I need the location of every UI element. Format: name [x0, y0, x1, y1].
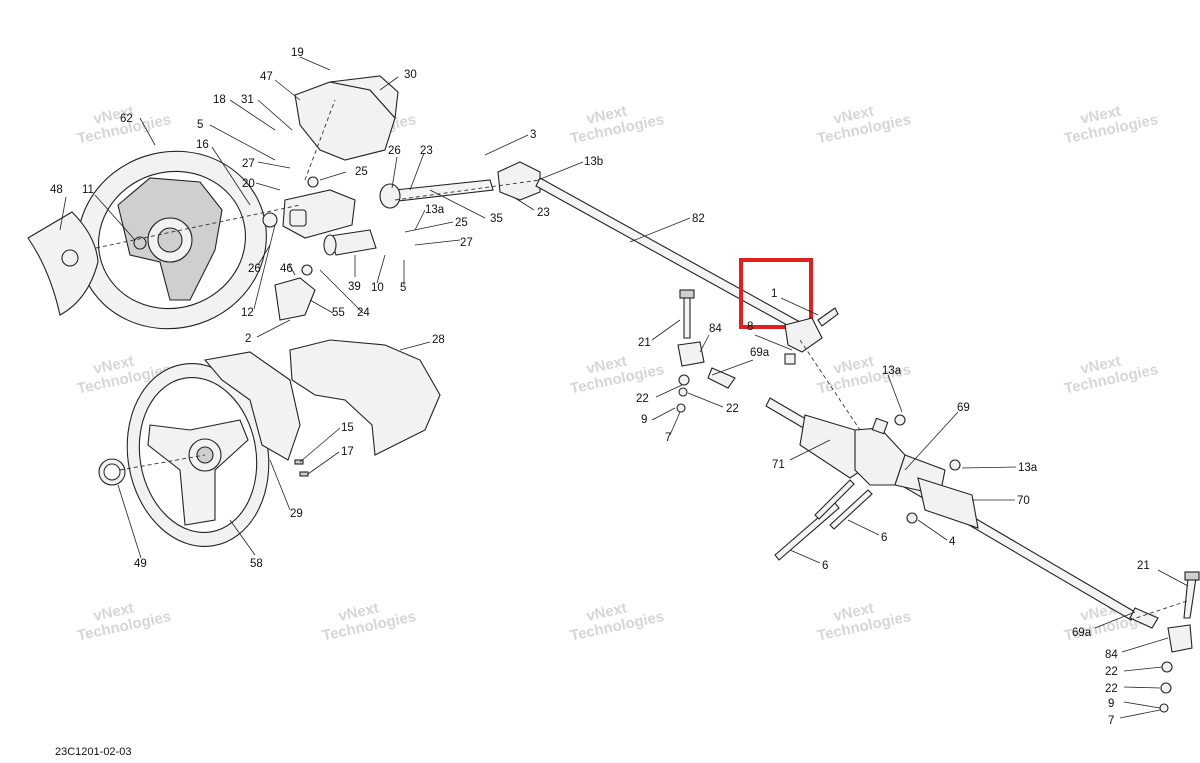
- callout-25: 25: [355, 166, 368, 178]
- lower-joint-1: [784, 307, 839, 365]
- callout-21: 21: [1137, 560, 1150, 572]
- callout-39: 39: [348, 281, 361, 293]
- bolts-6: [774, 479, 873, 561]
- callout-28: 28: [432, 334, 445, 346]
- callout-69a: 69a: [750, 347, 770, 359]
- callout-13a: 13a: [1018, 462, 1038, 474]
- cover-29: [203, 351, 301, 461]
- callout-69: 69: [957, 402, 970, 414]
- callout-69a: 69a: [1072, 627, 1092, 639]
- callout-13b: 13b: [584, 156, 603, 168]
- column-bracket: [262, 75, 399, 321]
- callout-13a: 13a: [425, 204, 445, 216]
- callout-35: 35: [490, 213, 503, 225]
- callout-7: 7: [665, 432, 671, 444]
- callout-25: 25: [455, 217, 468, 229]
- callout-5: 5: [400, 282, 406, 294]
- callout-27: 27: [460, 237, 473, 249]
- callout-1: 1: [771, 288, 777, 300]
- callout-62: 62: [120, 113, 133, 125]
- callout-6: 6: [822, 560, 828, 572]
- tie-rod-end-84-right: [1129, 571, 1200, 713]
- callout-23: 23: [420, 145, 433, 157]
- callout-20: 20: [242, 178, 255, 190]
- callout-49: 49: [134, 558, 147, 570]
- highlight-box: [739, 258, 813, 329]
- callout-9: 9: [1108, 698, 1114, 710]
- steering-rack-69: [765, 397, 1136, 621]
- callout-84: 84: [709, 323, 722, 335]
- nut-11: [133, 236, 147, 250]
- callout-48: 48: [50, 184, 63, 196]
- callout-70: 70: [1017, 495, 1030, 507]
- shroud-28: [289, 339, 441, 456]
- callout-29: 29: [290, 508, 303, 520]
- callout-26: 26: [248, 263, 261, 275]
- tie-rod-end-84-left: [676, 289, 736, 413]
- callout-3: 3: [530, 129, 536, 141]
- callout-4: 4: [949, 536, 956, 548]
- callout-12: 12: [241, 307, 254, 319]
- leader-lines: [59, 56, 1189, 719]
- callout-22: 22: [726, 403, 739, 415]
- callout-19: 19: [291, 47, 304, 59]
- callout-47: 47: [260, 71, 273, 83]
- screw-15: [294, 459, 304, 465]
- callout-30: 30: [404, 69, 417, 81]
- callout-82: 82: [692, 213, 705, 225]
- callout-55: 55: [332, 307, 345, 319]
- callout-11: 11: [82, 184, 94, 196]
- callout-23: 23: [537, 207, 550, 219]
- horn-cap-48-emblem: [61, 249, 79, 267]
- callout-6: 6: [881, 532, 887, 544]
- callout-58: 58: [250, 558, 263, 570]
- screw-17: [299, 471, 309, 477]
- steering-wheel-62: [77, 150, 267, 330]
- callout-13a: 13a: [882, 365, 902, 377]
- callout-2: 2: [245, 333, 251, 345]
- callout-24: 24: [357, 307, 370, 319]
- diagram-code: 23C1201-02-03: [55, 746, 131, 758]
- callout-7: 7: [1108, 715, 1114, 727]
- horn-cap-48: [27, 211, 99, 316]
- callout-71: 71: [772, 459, 785, 471]
- intermediate-shaft-82: [535, 177, 801, 331]
- steering-wheel-58: [126, 363, 270, 547]
- callout-22: 22: [636, 393, 649, 405]
- callout-22: 22: [1105, 683, 1118, 695]
- hub-ring-49: [98, 458, 126, 486]
- cylinder-39: [323, 229, 377, 256]
- callout-18: 18: [213, 94, 226, 106]
- shaft-35: [379, 179, 494, 209]
- callout-9: 9: [641, 414, 647, 426]
- callout-22: 22: [1105, 666, 1118, 678]
- callout-17: 17: [341, 446, 354, 458]
- callout-31: 31: [241, 94, 254, 106]
- callout-10: 10: [371, 282, 384, 294]
- callout-5: 5: [197, 119, 203, 131]
- callout-26: 26: [388, 145, 401, 157]
- callout-15: 15: [341, 422, 354, 434]
- callout-84: 84: [1105, 649, 1118, 661]
- callout-8: 8: [747, 321, 753, 333]
- callout-46: 46: [280, 263, 293, 275]
- assembly-lines: [95, 99, 1191, 621]
- u-joint-13b: [497, 161, 541, 201]
- callout-21: 21: [638, 337, 651, 349]
- callout-labels: 19 30 47 18 31 62 5 16 27 25 26 23 3 13b…: [50, 47, 1150, 727]
- callout-16: 16: [196, 139, 209, 151]
- callout-27: 27: [242, 158, 255, 170]
